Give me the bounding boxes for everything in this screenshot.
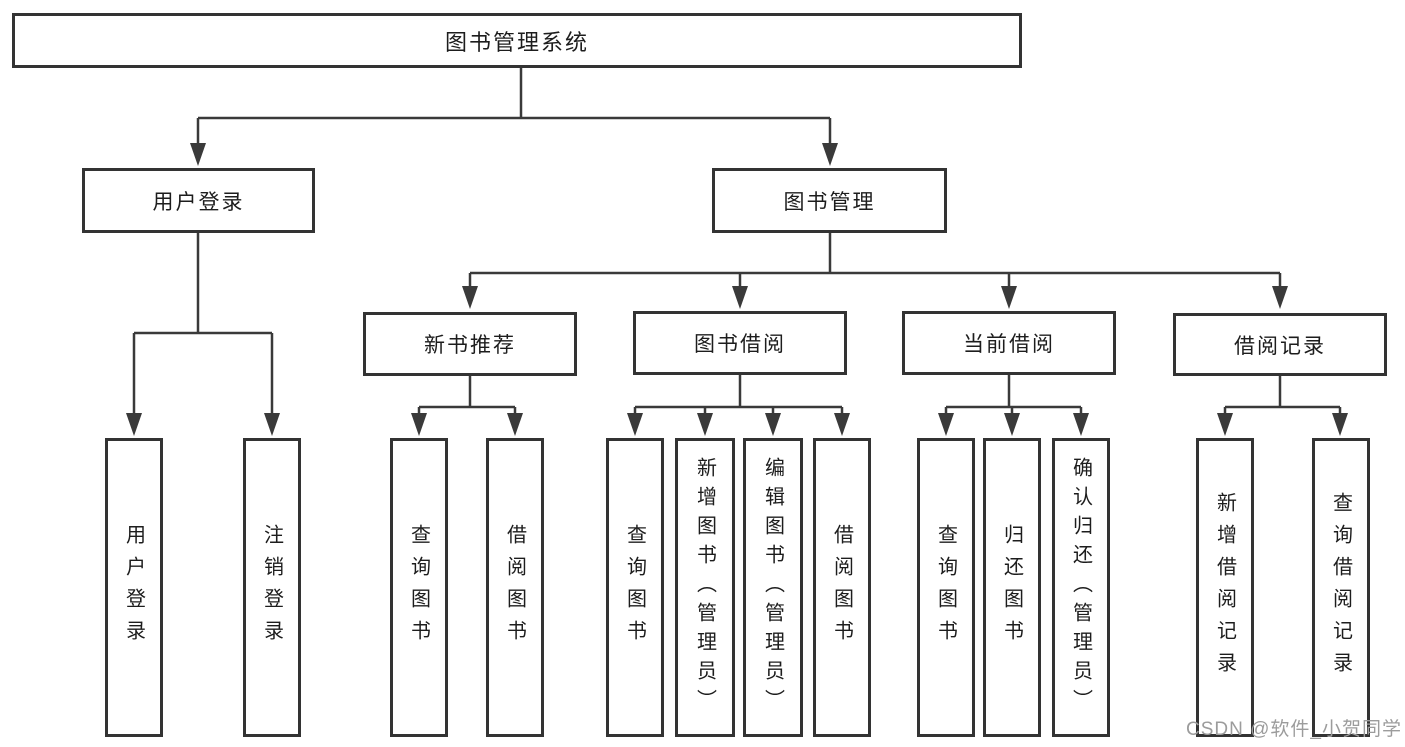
node-user-login: 用户登录	[82, 168, 315, 233]
csdn-watermark: CSDN @软件_小贺同学	[1186, 719, 1402, 740]
leaf-borrow-books-recommend: 借阅图书	[486, 438, 544, 737]
node-library-management-system: 图书管理系统	[12, 13, 1022, 68]
leaf-confirm-return-admin: 确认归还（管理员）	[1052, 438, 1110, 737]
leaf-borrow-books: 借阅图书	[813, 438, 871, 737]
node-new-book-recommendation: 新书推荐	[363, 312, 577, 376]
leaf-logout: 注销登录	[243, 438, 301, 737]
leaf-query-borrow-record: 查询借阅记录	[1312, 438, 1370, 737]
leaf-query-books-recommend: 查询图书	[390, 438, 448, 737]
node-book-management: 图书管理	[712, 168, 947, 233]
node-book-borrowing: 图书借阅	[633, 311, 847, 375]
leaf-query-books-current: 查询图书	[917, 438, 975, 737]
leaf-add-borrow-record: 新增借阅记录	[1196, 438, 1254, 737]
leaf-edit-book-admin: 编辑图书（管理员）	[743, 438, 803, 737]
leaf-add-book-admin: 新增图书（管理员）	[675, 438, 735, 737]
node-borrowing-records: 借阅记录	[1173, 313, 1387, 376]
leaf-return-book: 归还图书	[983, 438, 1041, 737]
leaf-query-books-borrow: 查询图书	[606, 438, 664, 737]
leaf-user-login: 用户登录	[105, 438, 163, 737]
node-current-borrowing: 当前借阅	[902, 311, 1116, 375]
